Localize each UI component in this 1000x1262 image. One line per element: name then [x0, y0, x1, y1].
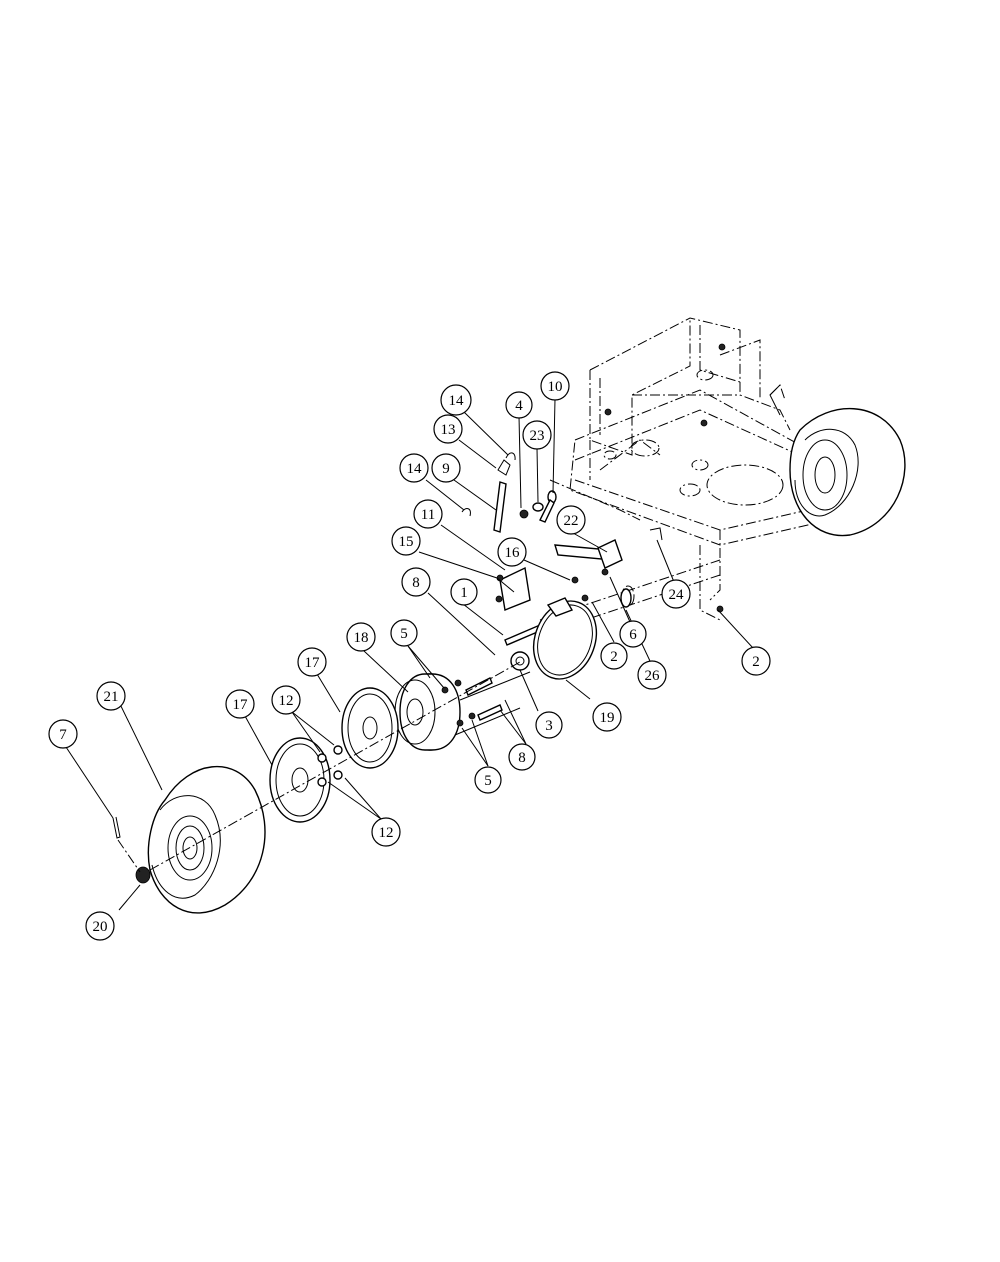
svg-text:12: 12	[379, 825, 394, 841]
svg-text:1: 1	[460, 585, 468, 601]
callout-15: 15	[391, 526, 421, 556]
callout-3: 3	[535, 711, 563, 739]
callout-20: 20	[85, 911, 115, 941]
svg-text:23: 23	[530, 428, 545, 444]
callout-26: 26	[637, 660, 667, 690]
svg-text:22: 22	[564, 513, 579, 529]
callout-17: 17	[225, 689, 255, 719]
callout-21: 21	[96, 681, 126, 711]
svg-text:13: 13	[441, 422, 456, 438]
svg-text:7: 7	[59, 727, 67, 743]
callout-8: 8	[508, 743, 536, 771]
svg-text:8: 8	[412, 575, 420, 591]
callout-11: 11	[413, 499, 443, 529]
callout-2: 2	[600, 642, 628, 670]
svg-text:21: 21	[104, 689, 119, 705]
callout-12: 12	[271, 685, 301, 715]
callout-2: 2	[741, 646, 771, 676]
svg-text:17: 17	[233, 697, 249, 713]
svg-text:5: 5	[400, 626, 408, 642]
callout-13: 13	[433, 414, 463, 444]
rear-right-wheel	[769, 384, 906, 537]
svg-text:11: 11	[421, 507, 435, 523]
callout-5: 5	[474, 766, 502, 794]
callout-bubbles: 14 4 10 13 23 14 9 22 11 15 16 24 1 8 6 …	[48, 371, 771, 941]
callout-1: 1	[450, 578, 478, 606]
callout-10: 10	[540, 371, 570, 401]
svg-text:6: 6	[629, 627, 637, 643]
svg-text:19: 19	[600, 710, 615, 726]
callout-17: 17	[297, 647, 327, 677]
callout-6: 6	[619, 620, 647, 648]
callout-4: 4	[505, 391, 533, 419]
svg-text:9: 9	[442, 461, 450, 477]
callout-14: 14	[399, 453, 429, 483]
linkage-parts	[461, 452, 663, 680]
svg-text:18: 18	[354, 630, 369, 646]
svg-text:14: 14	[449, 393, 465, 409]
svg-text:14: 14	[407, 461, 423, 477]
callout-16: 16	[497, 537, 527, 567]
callout-8: 8	[401, 567, 431, 597]
callout-24: 24	[661, 579, 691, 609]
svg-text:5: 5	[484, 773, 492, 789]
callout-23: 23	[522, 420, 552, 450]
svg-text:17: 17	[305, 655, 321, 671]
svg-text:12: 12	[279, 693, 294, 709]
svg-text:4: 4	[515, 398, 523, 414]
leader-lines	[65, 398, 754, 911]
front-left-wheel	[112, 661, 521, 914]
callout-22: 22	[556, 505, 586, 535]
callout-18: 18	[346, 622, 376, 652]
svg-text:8: 8	[518, 750, 526, 766]
hub-assembly	[269, 671, 531, 823]
svg-text:24: 24	[669, 587, 685, 603]
svg-text:3: 3	[545, 718, 553, 734]
callout-12: 12	[371, 817, 401, 847]
callout-9: 9	[431, 453, 461, 483]
svg-text:2: 2	[610, 649, 618, 665]
callout-14: 14	[440, 384, 472, 416]
svg-text:26: 26	[645, 668, 661, 684]
svg-text:2: 2	[752, 654, 760, 670]
callout-19: 19	[592, 702, 622, 732]
callout-7: 7	[48, 719, 78, 749]
svg-text:10: 10	[548, 379, 563, 395]
svg-text:20: 20	[93, 919, 108, 935]
svg-text:16: 16	[505, 545, 521, 561]
svg-text:15: 15	[399, 534, 414, 550]
callout-5: 5	[390, 619, 418, 647]
